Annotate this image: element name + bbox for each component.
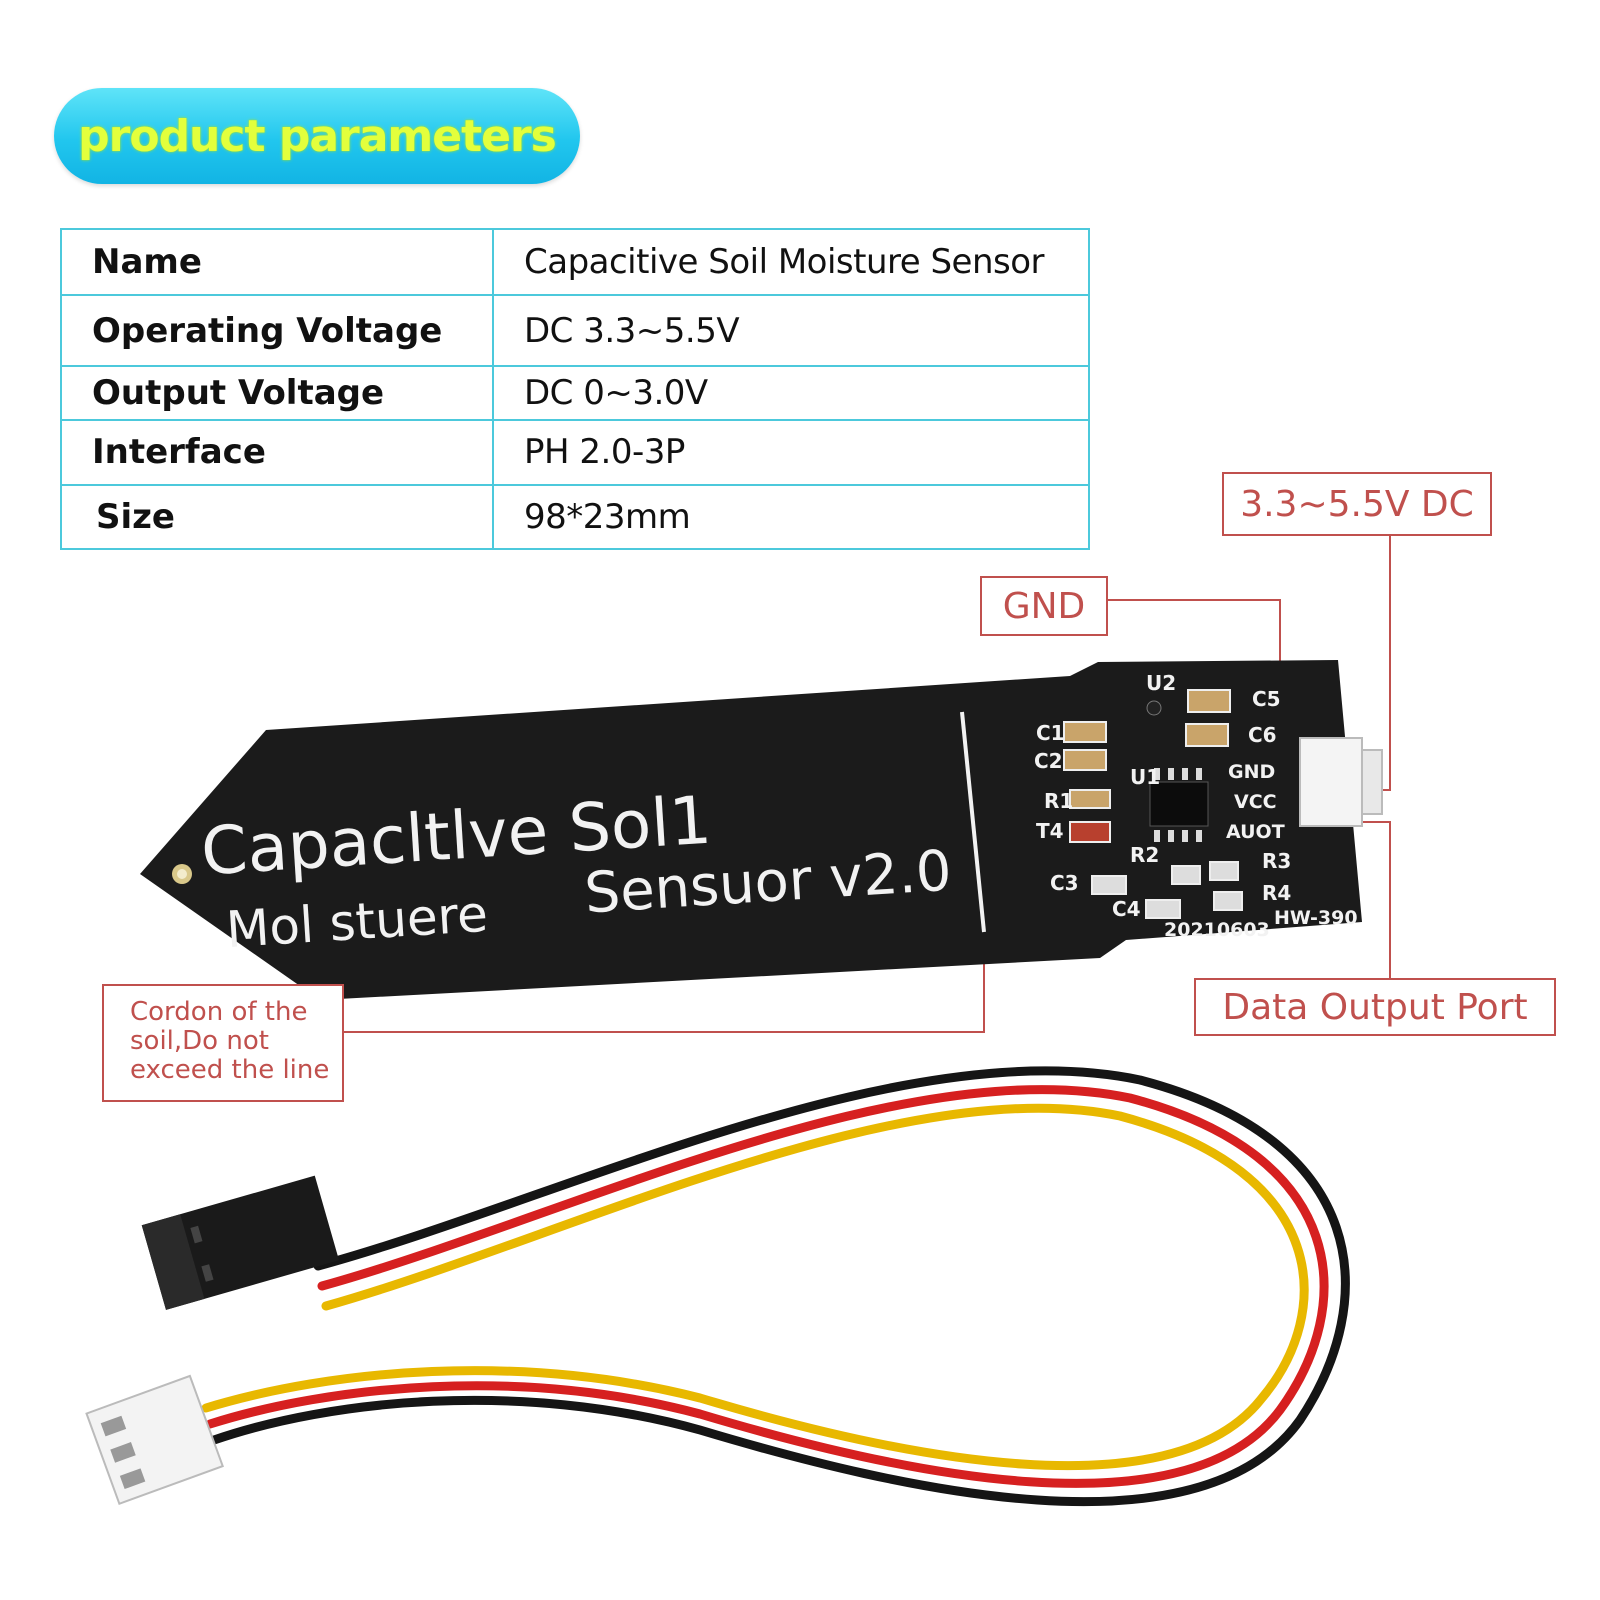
- sensor-pcb: [140, 660, 1362, 1000]
- label-r2: R2: [1130, 843, 1159, 867]
- product-parameters-banner: product parameters: [54, 88, 580, 184]
- label-u1: U1: [1130, 765, 1160, 789]
- resistor-r1: [1069, 789, 1111, 809]
- board-model: HW-390: [1274, 907, 1358, 929]
- param-value: DC 3.3~5.5V: [492, 294, 1090, 367]
- param-label: Output Voltage: [60, 364, 494, 422]
- label-u2: U2: [1146, 671, 1176, 695]
- capacitor-c3: [1091, 875, 1127, 895]
- label-c1: C1: [1036, 721, 1065, 745]
- table-row: Size 98*23mm: [60, 483, 1090, 551]
- label-t4: T4: [1036, 819, 1064, 843]
- ic-u1: [1149, 781, 1209, 827]
- parameters-table: Name Capacitive Soil Moisture Sensor Ope…: [60, 227, 1090, 551]
- param-label: Interface: [60, 419, 494, 486]
- board-connector: [1299, 737, 1363, 827]
- ph2-connector: [85, 1374, 224, 1506]
- cordon-leader-line: [344, 932, 985, 1033]
- electronics-section: U2 C5 C6 C1 C2 U1 R1 T4 R2 R3 C3 C4 R4 G…: [1034, 671, 1383, 941]
- param-label: Name: [60, 227, 494, 297]
- table-row: Interface PH 2.0-3P: [60, 419, 1090, 486]
- wire-black: [209, 1066, 1350, 1507]
- cordon-line: [960, 711, 986, 933]
- ic-u2: [1146, 700, 1162, 716]
- pin-label-aout: AUOT: [1226, 821, 1285, 843]
- param-value: DC 0~3.0V: [492, 364, 1090, 422]
- wire-red: [205, 1085, 1329, 1488]
- transistor-t4: [1069, 821, 1111, 843]
- label-c2: C2: [1034, 749, 1063, 773]
- param-value: Capacitive Soil Moisture Sensor: [492, 227, 1090, 297]
- wire-yellow: [201, 1103, 1309, 1471]
- capacitor-c1: [1063, 721, 1107, 743]
- capacitor-c4: [1145, 899, 1181, 919]
- label-r3: R3: [1262, 849, 1291, 873]
- capacitor-c6: [1185, 723, 1229, 747]
- board-date-code: 20210603: [1164, 919, 1270, 941]
- label-r4: R4: [1262, 881, 1291, 905]
- data-output-callout: Data Output Port: [1194, 978, 1556, 1036]
- gnd-callout: GND: [980, 576, 1108, 636]
- supply-voltage-callout: 3.3~5.5V DC: [1222, 472, 1492, 536]
- soil-cordon-callout: Cordon of the soil,Do not exceed the lin…: [102, 984, 344, 1102]
- resistor-r4: [1213, 891, 1243, 911]
- param-value: PH 2.0-3P: [492, 419, 1090, 486]
- label-c5: C5: [1252, 687, 1281, 711]
- capacitor-c5: [1187, 689, 1231, 713]
- pin-label-vcc: VCC: [1234, 791, 1277, 813]
- resistor-r3: [1209, 861, 1239, 881]
- jumper-cable: [201, 1066, 1350, 1507]
- param-label: Size: [60, 483, 494, 551]
- label-c6: C6: [1248, 723, 1277, 747]
- banner-title: product parameters: [78, 110, 557, 162]
- label-c3: C3: [1050, 871, 1079, 895]
- label-c4: C4: [1112, 897, 1141, 921]
- capacitor-c2: [1063, 749, 1107, 771]
- table-row: Operating Voltage DC 3.3~5.5V: [60, 294, 1090, 367]
- param-value: 98*23mm: [492, 483, 1090, 551]
- pin-label-gnd: GND: [1228, 761, 1275, 783]
- table-row: Name Capacitive Soil Moisture Sensor: [60, 227, 1090, 297]
- resistor-r2: [1171, 865, 1201, 885]
- dupont-connector: [141, 1175, 340, 1310]
- param-label: Operating Voltage: [60, 294, 494, 367]
- label-r1: R1: [1044, 789, 1073, 813]
- table-row: Output Voltage DC 0~3.0V: [60, 364, 1090, 422]
